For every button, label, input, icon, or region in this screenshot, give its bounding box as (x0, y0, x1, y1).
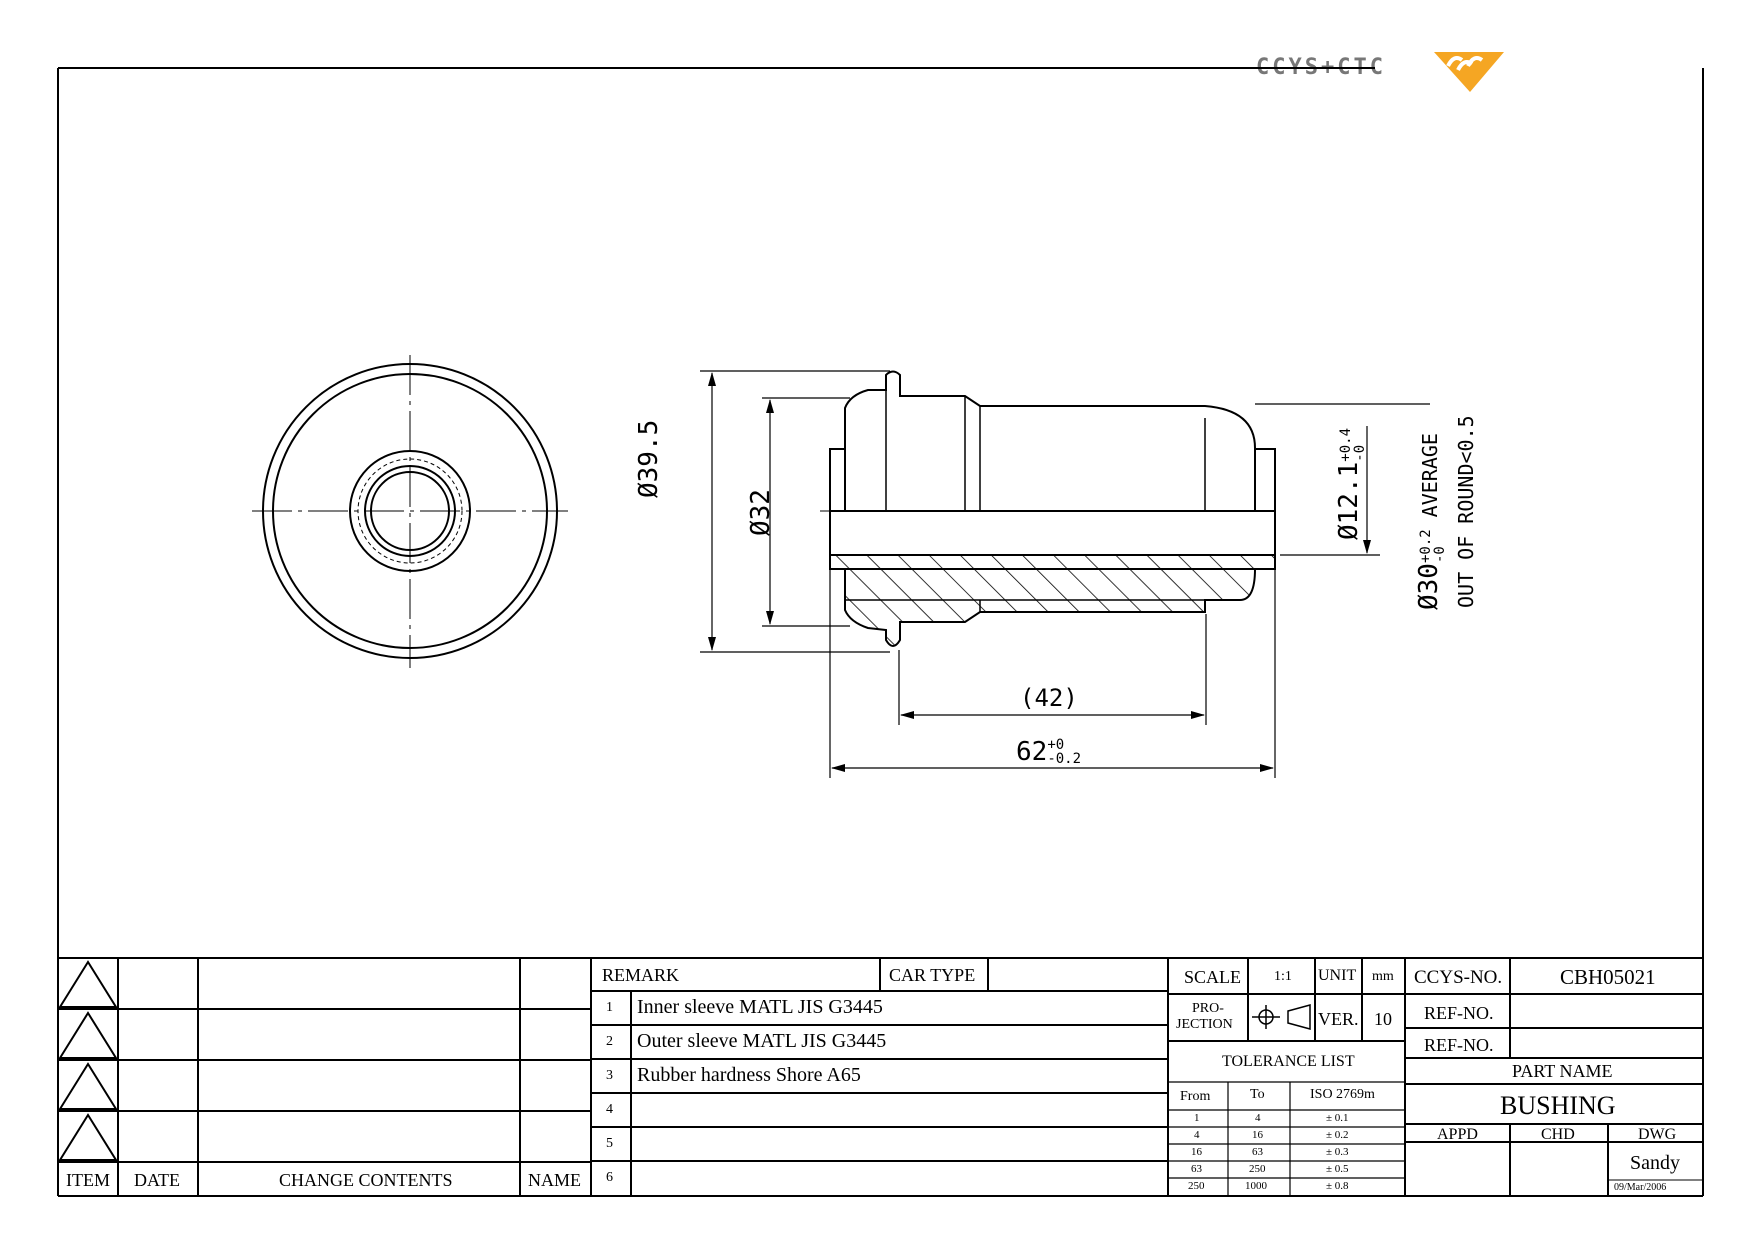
part-name-label: PART NAME (1512, 1061, 1613, 1081)
tol-row-4-from: 63 (1191, 1163, 1202, 1175)
inner-sleeve-hatch (829, 554, 1276, 570)
revision-triangle-icon (58, 1113, 118, 1161)
dim-62-label-group: 62+0-0.2 (1016, 737, 1081, 767)
title-block-grid (58, 957, 1703, 1196)
tol-row-2-from: 4 (1194, 1129, 1200, 1141)
remark-label: REMARK (602, 965, 680, 985)
tol-row-1-to: 4 (1255, 1112, 1261, 1124)
dim-30-tol-upper: +0.2 (1418, 529, 1435, 564)
tol-row-3-from: 16 (1191, 1146, 1202, 1158)
dwg-date: 09/Mar/2006 (1614, 1182, 1667, 1193)
remark-row-2-no: 2 (606, 1034, 613, 1049)
outer-sleeve-upper-outline (844, 370, 1256, 511)
ver-value: 10 (1374, 1009, 1392, 1029)
chd-label: CHD (1541, 1126, 1575, 1143)
scale-value: 1:1 (1274, 969, 1292, 984)
dim-12-1-label: Ø12.1 (1334, 461, 1364, 540)
unit-label: UNIT (1318, 967, 1357, 984)
part-name-value: BUSHING (1500, 1091, 1616, 1120)
dwg-label: DWG (1638, 1126, 1677, 1143)
dim-62-label: 62 (1016, 737, 1048, 767)
scale-label: SCALE (1184, 967, 1242, 987)
dim-30-tol-lower: -0 (1432, 546, 1449, 564)
revision-triangle-icon (58, 960, 118, 1008)
tol-row-5-from: 250 (1188, 1180, 1205, 1192)
inner-sleeve-upper (829, 448, 1276, 511)
ref-no-label-1: REF-NO. (1424, 1003, 1494, 1023)
dim-42-label: (42) (1020, 684, 1078, 712)
end-view (252, 355, 568, 668)
projection-label-1: PRO- (1192, 1001, 1224, 1016)
dwg-name: Sandy (1630, 1152, 1680, 1174)
out-of-round-note: OUT OF ROUND<0.5 (1454, 415, 1478, 608)
rev-header-change: CHANGE CONTENTS (279, 1170, 453, 1190)
rubber-section-hatch (844, 568, 1257, 647)
dim-62-tol-upper: +0 (1047, 737, 1065, 753)
revision-triangle-icon (58, 1011, 118, 1059)
dim-12-1-tol-lower: -0 (1352, 444, 1369, 462)
rubber-ribs (357, 458, 463, 564)
tol-row-5-tol: ± 0.8 (1326, 1180, 1349, 1192)
revision-triangles (58, 960, 118, 1161)
ccys-no-value: CBH05021 (1560, 965, 1656, 989)
car-type-label: CAR TYPE (889, 965, 976, 985)
tol-header-iso: ISO 2769m (1310, 1087, 1375, 1102)
tol-row-3-to: 63 (1252, 1146, 1263, 1158)
remark-row-3-no: 3 (606, 1068, 613, 1083)
remark-row-5-no: 5 (606, 1136, 613, 1151)
inner-sleeve-outer-circle (364, 465, 456, 557)
projection-symbol-icon (1252, 1004, 1311, 1030)
rev-header-date: DATE (134, 1170, 180, 1190)
rev-header-name: NAME (528, 1170, 581, 1190)
inner-sleeve-section-outline (829, 510, 1276, 556)
logo-swirl (1446, 56, 1484, 71)
remark-row-2-text: Outer sleeve MATL JIS G3445 (637, 1030, 887, 1052)
remark-row-6-no: 6 (606, 1170, 613, 1185)
rubber-outer-circle (349, 450, 471, 572)
ver-label: VER. (1318, 1009, 1359, 1029)
dim-30-label: Ø30 (1414, 563, 1444, 610)
dim-12-1-label-group: Ø12.1+0.4-0 (1334, 428, 1369, 540)
tol-row-1-tol: ± 0.1 (1326, 1112, 1349, 1124)
remark-row-1-no: 1 (606, 1000, 613, 1015)
ref-no-label-2: REF-NO. (1424, 1035, 1494, 1055)
tol-row-3-tol: ± 0.3 (1326, 1146, 1349, 1158)
ccys-no-label: CCYS-NO. (1414, 967, 1503, 988)
revision-triangle-icon (58, 1062, 118, 1110)
dim-62-tol-lower: -0.2 (1047, 751, 1082, 767)
dim-30-note: AVERAGE (1418, 433, 1442, 518)
tol-header-from: From (1180, 1089, 1211, 1104)
tol-row-5-to: 1000 (1245, 1180, 1267, 1192)
tolerance-title: TOLERANCE LIST (1222, 1053, 1355, 1070)
bore-circle (370, 471, 450, 551)
dim-30-label-group: Ø30+0.2-0 AVERAGE (1414, 433, 1449, 610)
tol-row-2-tol: ± 0.2 (1326, 1129, 1349, 1141)
company-logo (1410, 48, 1510, 105)
remark-row-1-text: Inner sleeve MATL JIS G3445 (637, 996, 883, 1018)
dimension-lines (700, 370, 1430, 778)
tol-header-to: To (1250, 1087, 1265, 1102)
rev-header-item: ITEM (66, 1170, 110, 1190)
dim-32-label: Ø32 (746, 489, 776, 536)
logo-mark-icon (1434, 52, 1504, 92)
side-view (820, 370, 1276, 647)
remark-row-3-text: Rubber hardness Shore A65 (637, 1064, 861, 1086)
dim-12-1-tol-upper: +0.4 (1338, 428, 1355, 462)
outer-flange-circle (262, 363, 558, 659)
unit-value: mm (1372, 969, 1394, 984)
remark-row-4-no: 4 (606, 1102, 613, 1117)
tol-row-4-tol: ± 0.5 (1326, 1163, 1349, 1175)
sheet-border (57, 67, 1704, 1197)
dim-39-5-label: Ø39.5 (634, 419, 664, 498)
outer-sleeve-circle (272, 373, 548, 649)
projection-label-2: JECTION (1176, 1017, 1233, 1032)
tol-row-1-from: 1 (1194, 1112, 1200, 1124)
tol-row-2-to: 16 (1252, 1129, 1263, 1141)
tol-row-4-to: 250 (1249, 1163, 1266, 1175)
appd-label: APPD (1437, 1126, 1478, 1143)
